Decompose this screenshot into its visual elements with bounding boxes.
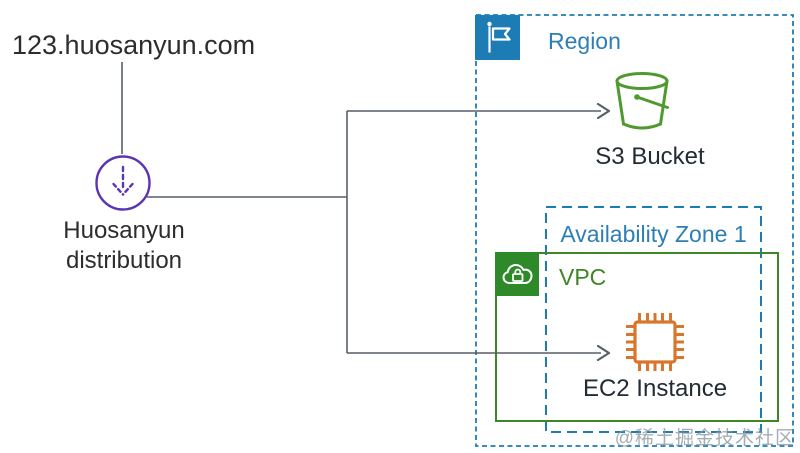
flag-icon bbox=[475, 15, 520, 60]
availability-zone-label: Availability Zone 1 bbox=[560, 221, 747, 247]
bucket-icon bbox=[615, 72, 669, 130]
availability-zone-boundary bbox=[545, 206, 762, 433]
chip-icon bbox=[626, 313, 684, 371]
ec2-icon bbox=[624, 311, 686, 373]
ec2-instance-label: EC2 Instance bbox=[582, 375, 728, 402]
s3-arrowhead bbox=[596, 102, 611, 120]
region-icon bbox=[475, 15, 520, 60]
distribution-label: Huosanyun distribution bbox=[34, 216, 214, 276]
s3-bucket-label: S3 Bucket bbox=[595, 143, 705, 170]
download-circle-icon bbox=[95, 155, 151, 211]
arrowheads bbox=[596, 102, 611, 362]
vpc-boundary bbox=[495, 252, 779, 422]
distribution-icon bbox=[94, 154, 152, 212]
distribution-label-line1: Huosanyun bbox=[63, 217, 185, 244]
connector-lines bbox=[121, 62, 601, 354]
region-label: Region bbox=[548, 28, 621, 54]
cloud-lock-icon bbox=[495, 252, 539, 296]
ec2-arrowhead bbox=[596, 344, 611, 362]
distribution-label-line2: distribution bbox=[65, 247, 183, 274]
vpc-label: VPC bbox=[559, 264, 607, 290]
client-domain-label: 123.huosanyun.com bbox=[12, 30, 256, 60]
s3-icon bbox=[611, 70, 673, 134]
watermark-text: @稀土掘金技术社区 bbox=[614, 428, 795, 449]
vpc-icon bbox=[495, 252, 539, 296]
